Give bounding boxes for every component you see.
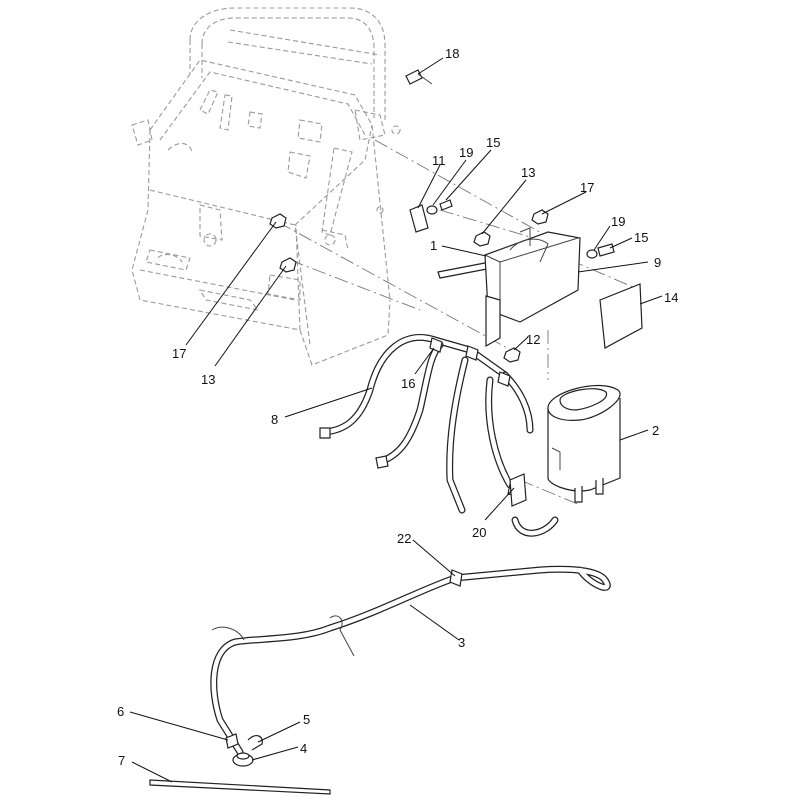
bracket-9 — [484, 227, 581, 348]
callout-labels: 18 11 19 15 13 17 19 15 1 9 14 12 17 13 … — [117, 46, 678, 768]
washer-19a — [426, 205, 438, 215]
hose-3 — [210, 565, 611, 756]
grommet-4 — [232, 752, 254, 767]
callout-1: 1 — [430, 238, 437, 253]
callout-17-left: 17 — [172, 346, 186, 361]
callout-4: 4 — [300, 741, 307, 756]
callout-20: 20 — [472, 525, 486, 540]
callout-11: 11 — [432, 153, 446, 168]
callout-6: 6 — [117, 704, 124, 719]
cover-14 — [599, 283, 643, 349]
callout-2: 2 — [652, 423, 659, 438]
callout-18: 18 — [445, 46, 459, 61]
callout-12: 12 — [526, 332, 540, 347]
canister-2 — [547, 384, 621, 503]
bolt-18 — [405, 69, 433, 85]
clip-11 — [409, 204, 429, 233]
callout-19-right: 19 — [611, 214, 625, 229]
callout-5: 5 — [303, 712, 310, 727]
hose-assembly-8 — [319, 333, 559, 537]
callout-15-right: 15 — [634, 230, 648, 245]
rod-1 — [437, 261, 493, 279]
callout-13-left: 13 — [201, 372, 215, 387]
nut-12 — [503, 347, 521, 363]
assembly-centerlines — [277, 139, 641, 506]
callout-17-upper: 17 — [580, 180, 594, 195]
callout-3: 3 — [458, 635, 465, 650]
nut-17b — [269, 213, 287, 229]
callout-9: 9 — [654, 255, 661, 270]
screw-15b — [597, 243, 615, 257]
callout-19-upper: 19 — [459, 145, 473, 160]
screw-15a — [439, 199, 453, 211]
nut-13b — [279, 257, 297, 273]
callout-8: 8 — [271, 412, 278, 427]
callout-16: 16 — [401, 376, 415, 391]
bracket-20 — [509, 473, 527, 507]
callout-13-upper: 13 — [521, 165, 535, 180]
callout-14: 14 — [664, 290, 678, 305]
nut-13a — [473, 231, 491, 247]
callout-15-upper: 15 — [486, 135, 500, 150]
clamp-6 — [225, 733, 239, 749]
leader-lines — [129, 57, 663, 783]
strap-7 — [149, 779, 331, 795]
washer-19b — [586, 249, 598, 259]
chassis-frame — [131, 7, 401, 366]
callout-7: 7 — [118, 753, 125, 768]
callout-22: 22 — [397, 531, 411, 546]
fitting-5 — [247, 735, 263, 751]
